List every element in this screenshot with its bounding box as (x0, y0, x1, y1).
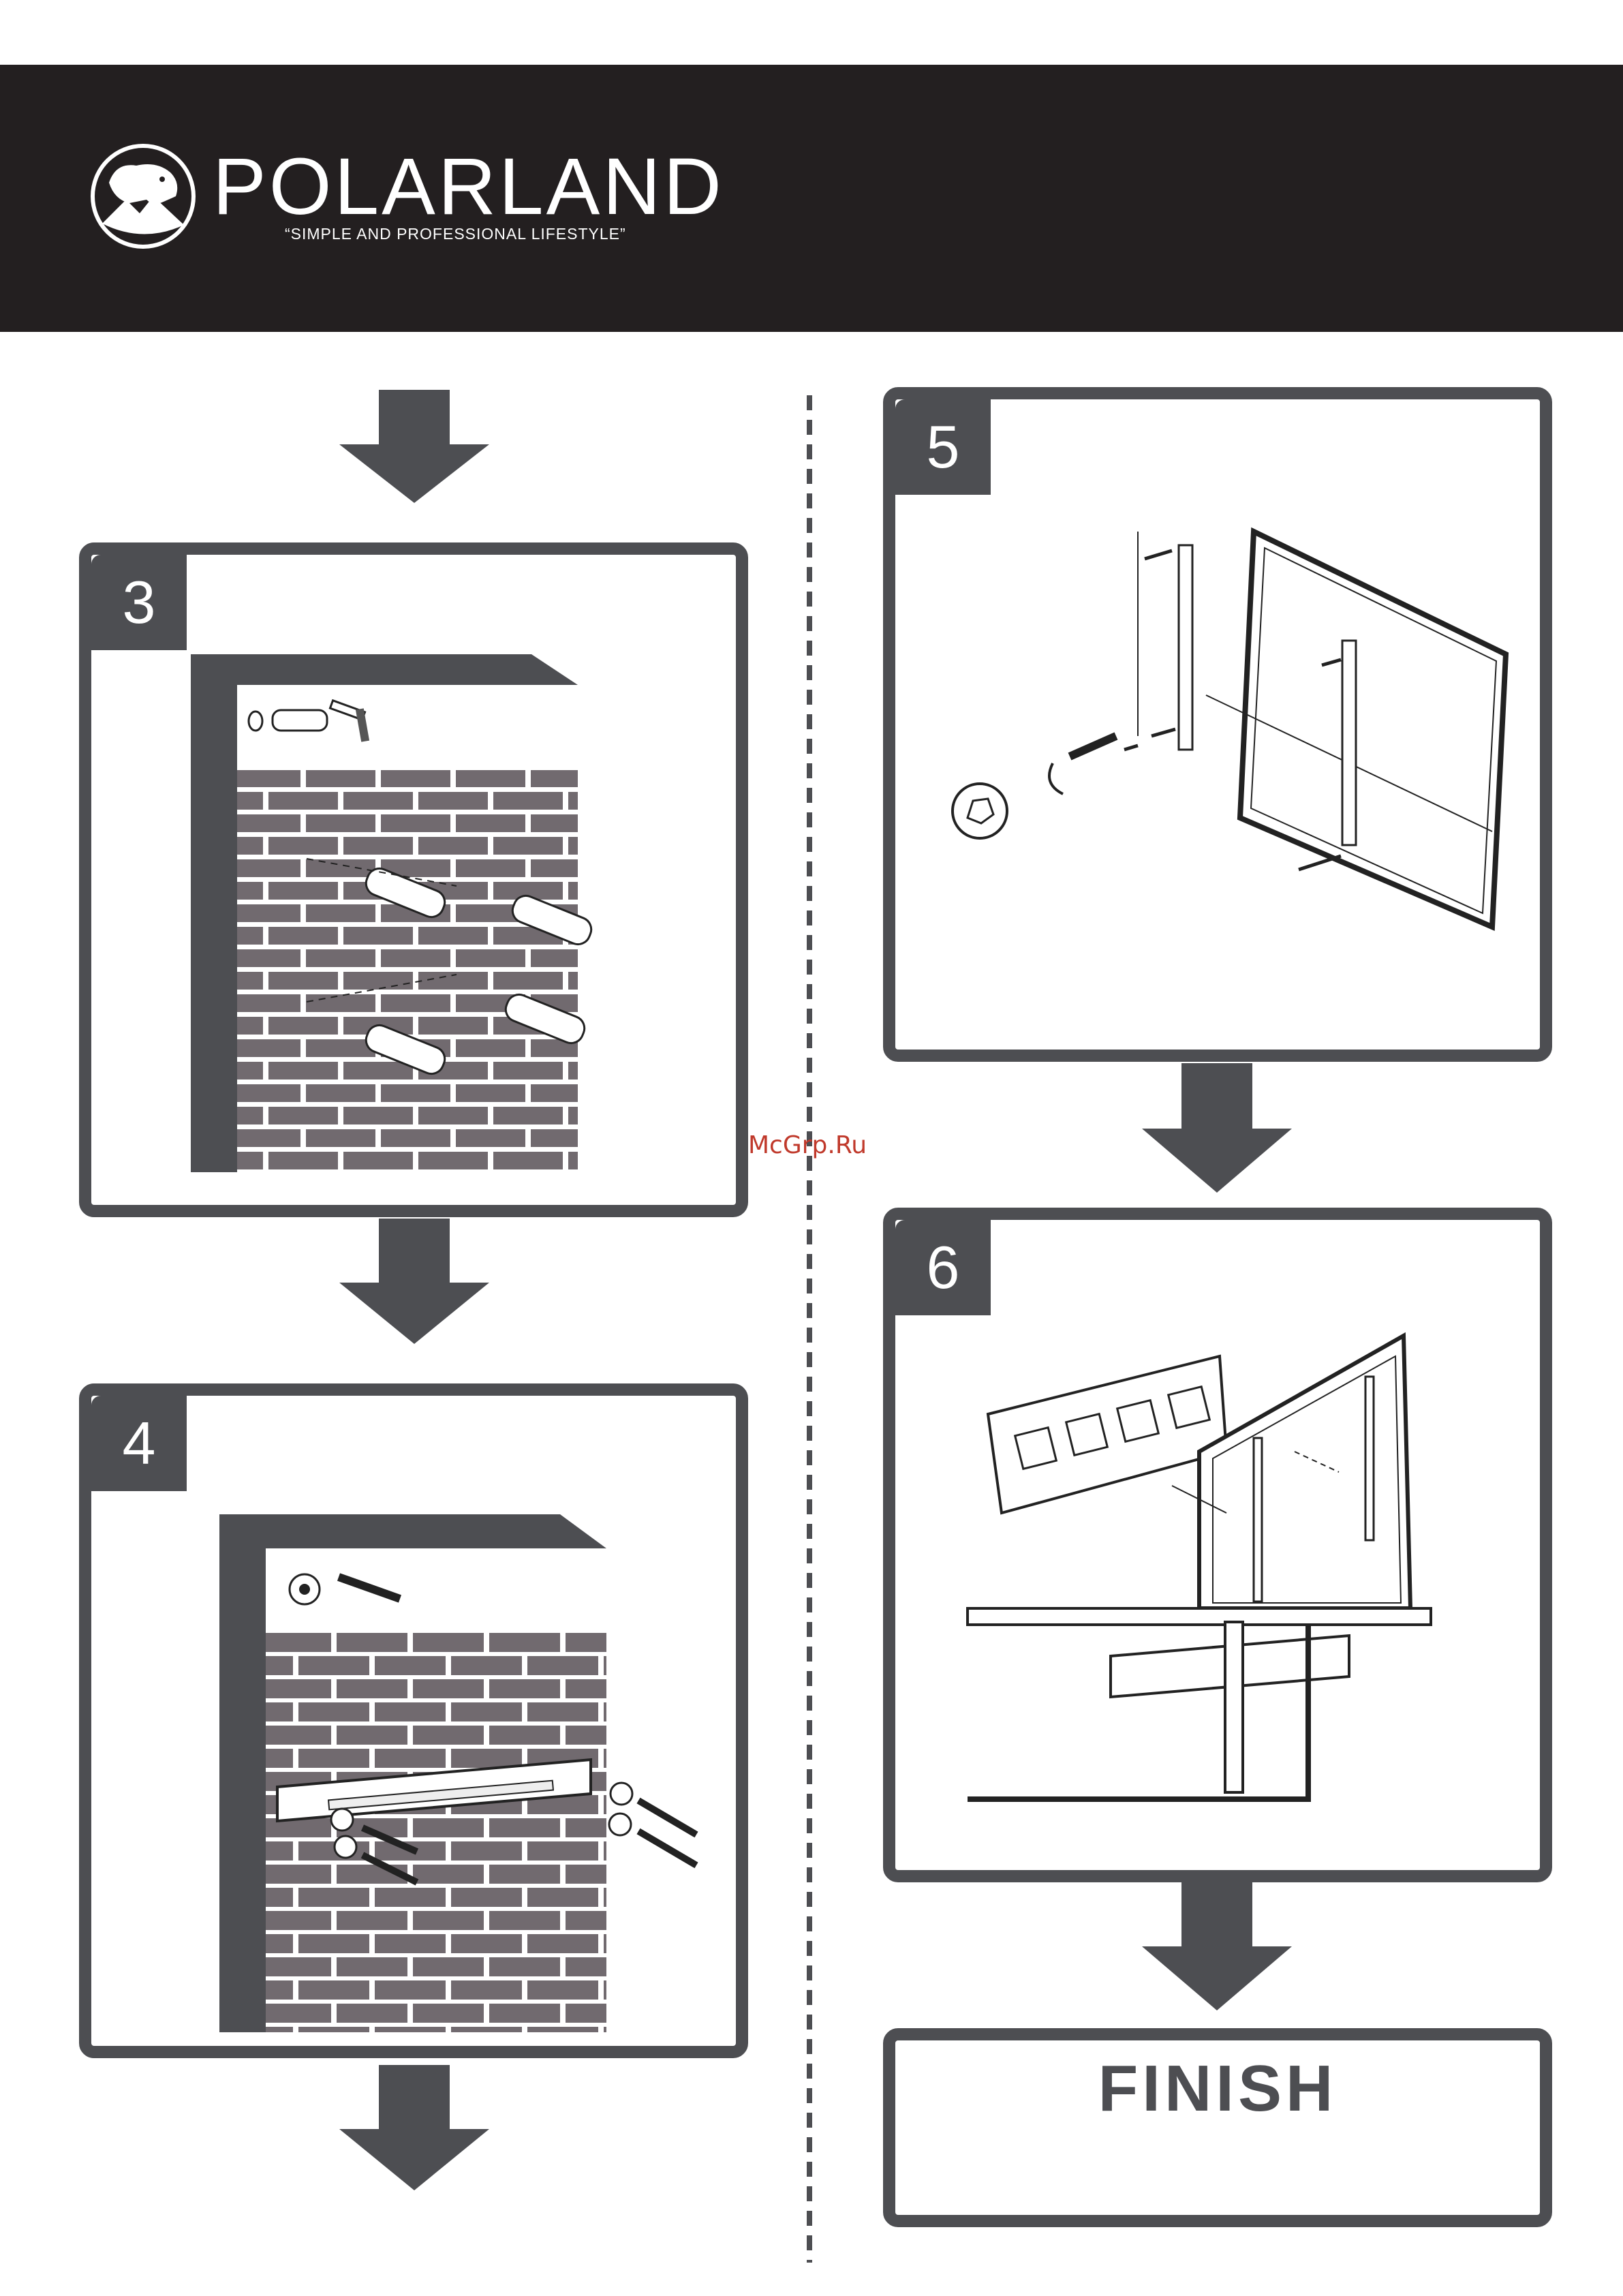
brand-tagline: “SIMPLE AND PROFESSIONAL LIFESTYLE” (285, 225, 626, 243)
brand-name: POLARLAND (213, 147, 724, 227)
finish-label: FINISH (883, 2051, 1552, 2126)
wall-anchor-illustration (191, 654, 586, 1172)
watermark: McGrp.Ru (748, 1131, 867, 1159)
arrow-down-icon (1142, 1063, 1292, 1193)
dashed-divider (804, 395, 815, 2263)
arrow-down-icon (339, 1219, 489, 1344)
step-5-number: 5 (895, 399, 991, 495)
step-3-number: 3 (91, 555, 187, 650)
step-4-number: 4 (91, 1396, 187, 1491)
step-6-number: 6 (895, 1220, 991, 1315)
arrow-down-icon (339, 2065, 489, 2190)
wall-plate-illustration (219, 1514, 710, 2032)
tv-mount-illustration (968, 1322, 1444, 1847)
tv-bracket-illustration (933, 532, 1506, 940)
arrow-down-icon (1142, 1881, 1292, 2010)
arrow-down-icon (339, 390, 489, 503)
polar-bear-logo-icon (89, 142, 198, 251)
